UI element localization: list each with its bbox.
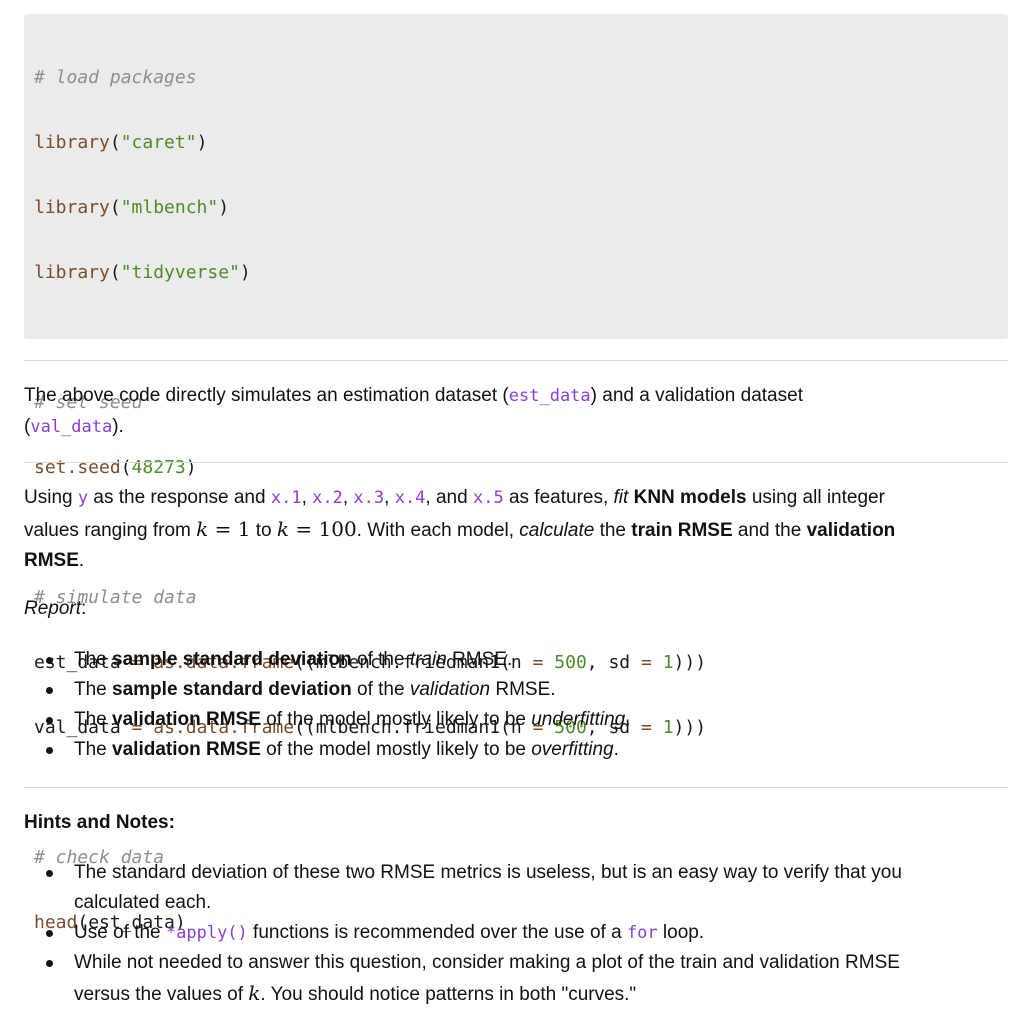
list-item: While not needed to answer this question… [24,948,1004,1010]
inline-code: x.5 [472,488,504,508]
inline-code: y [77,488,89,508]
inline-code: x.3 [353,488,385,508]
math-expression: k = 1 [196,516,251,541]
code-comment: # load packages [34,67,197,89]
divider [24,462,1008,463]
code-function: library [34,196,110,218]
inline-code: x.1 [270,488,302,508]
math-expression: k = 100 [276,516,357,541]
code-string: "mlbench" [120,196,219,218]
code-variable: val_data [34,716,121,738]
code-variable: est_data [34,652,121,674]
code-block: # load packages library("caret") library… [24,14,1008,933]
code-function: library [34,261,110,283]
code-line: # load packages [34,67,998,89]
code-line: # check data [34,847,998,869]
list-item: Use of the *apply() functions is recomme… [24,918,1004,948]
list-item: The validation RMSE of the model mostly … [24,705,1004,735]
code-line: est_data = as.data.frame((mlbench.friedm… [34,652,707,674]
hints-list: The standard deviation of these two RMSE… [24,858,1004,1010]
report-list: The sample standard deviation of the tra… [24,645,1004,765]
intro-paragraph: The above code directly simulates an est… [24,385,803,437]
code-string: "tidyverse" [120,261,240,283]
code-function: as.data.frame [153,652,295,674]
code-number: 48273 [131,456,186,478]
divider [24,360,1008,361]
list-item: The validation RMSE of the model mostly … [24,735,1004,765]
hints-heading: Hints and Notes: [24,812,175,833]
code-line: val_data = as.data.frame((mlbench.friedm… [34,716,707,738]
divider [24,787,1008,788]
code-comment: # set seed [34,392,143,413]
code-comment: # check data [34,847,165,869]
list-item: The standard deviation of these two RMSE… [24,858,1004,918]
code-line: head(est_data) [34,912,186,934]
code-function: as.data.frame [153,716,295,738]
code-line: library("tidyverse") [34,261,251,283]
code-string: "caret" [120,131,197,153]
code-line: # set seed [34,392,998,414]
code-line: library("mlbench") [34,196,230,218]
list-item: The sample standard deviation of the val… [24,675,1004,705]
list-item: The sample standard deviation of the tra… [24,645,1004,675]
task-paragraph: Using y as the response and x.1, x.2, x.… [24,487,896,571]
code-function: set.seed [34,456,121,478]
code-comment: # simulate data [34,587,197,609]
inline-code: *apply() [165,923,248,943]
inline-code: est_data [508,386,591,406]
code-function: head [34,912,78,934]
math-expression: k [248,981,261,1005]
code-function: library [34,131,110,153]
code-line: set.seed(48273) [34,456,197,478]
inline-code: x.2 [312,488,343,508]
code-line: # simulate data [34,587,998,609]
inline-code: val_data [30,416,113,437]
inline-code: x.4 [394,488,426,508]
report-label: Report: [24,598,87,619]
inline-code: for [626,923,658,943]
code-line: library("caret") [34,131,208,153]
